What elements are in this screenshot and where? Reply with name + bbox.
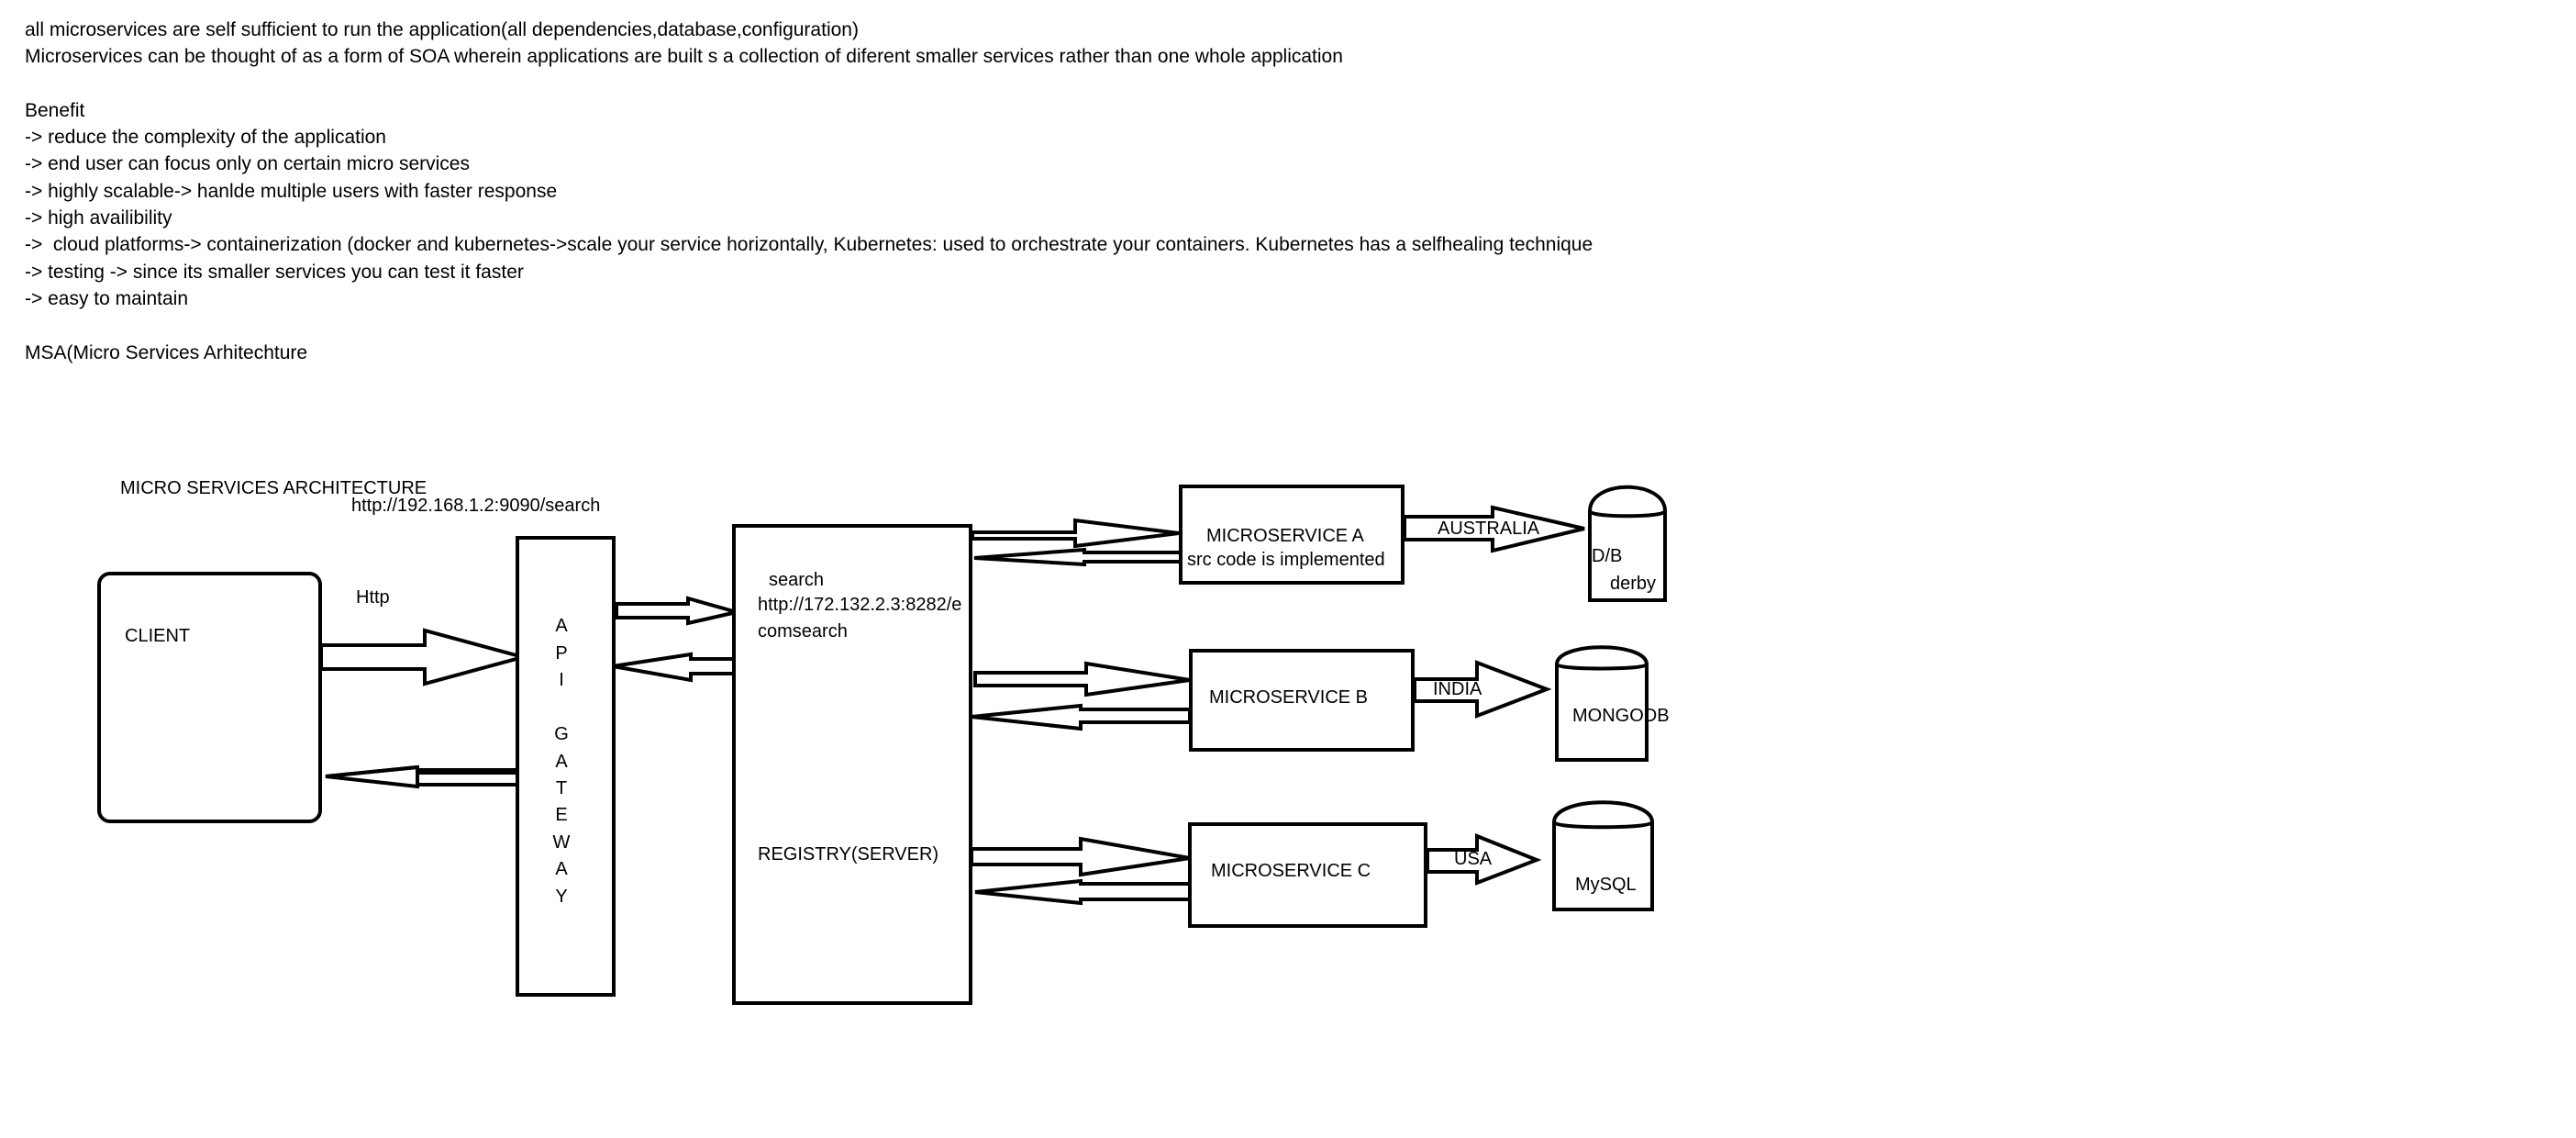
benefit-item-4: -> high availibility: [25, 207, 172, 229]
gateway-to-registry-arrow: [615, 596, 738, 626]
client-box: [97, 572, 322, 823]
gateway-letter: E: [555, 805, 567, 825]
api-gateway-box: [516, 536, 616, 997]
db-mysql-label: MySQL: [1575, 875, 1637, 895]
registry-name: REGISTRY(SERVER): [758, 844, 938, 865]
db-derby-label-1: D/B: [1592, 546, 1622, 566]
client-to-gateway-arrow: [319, 628, 530, 686]
microservice-c-name: MICROSERVICE C: [1211, 861, 1371, 881]
benefit-item-7: -> easy to maintain: [25, 287, 189, 309]
msa-line: MSA(Micro Services Arhitechture: [25, 341, 308, 363]
gateway-letter: G: [554, 724, 569, 744]
microservice-a-to-db-arrow: [1403, 505, 1585, 553]
gateway-letter: W: [553, 832, 571, 853]
benefit-item-6: -> testing -> since its smaller services…: [25, 261, 524, 283]
client-label: CLIENT: [125, 626, 190, 646]
notes-section: all microservices are self sufficient to…: [25, 17, 1860, 366]
microservice-a-region: AUSTRALIA: [1438, 519, 1540, 539]
gateway-letter: A: [555, 859, 568, 879]
microservice-a-to-registry-arrow: [973, 547, 1183, 567]
registry-box: [732, 524, 972, 1005]
notes-line-2: Microservices can be thought of as a for…: [25, 46, 1343, 68]
microservice-a-name: MICROSERVICE A: [1206, 526, 1365, 546]
microservice-c-box: [1188, 822, 1427, 928]
microservice-c-region: USA: [1454, 849, 1493, 869]
gateway-to-client-arrow-line: [325, 765, 516, 787]
registry-to-gateway-arrow: [612, 652, 736, 683]
benefit-item-3: -> highly scalable-> hanlde multiple use…: [25, 180, 558, 202]
db-mongodb-label: MONGODB: [1572, 706, 1670, 726]
microservice-b-to-registry-arrow: [971, 703, 1192, 731]
notes-line-1: all microservices are self sufficient to…: [25, 19, 859, 40]
microservice-b-region: INDIA: [1433, 679, 1482, 699]
http-label: Http: [356, 587, 390, 608]
microservice-b-name: MICROSERVICE B: [1209, 687, 1368, 708]
registry-to-microservice-b-arrow: [973, 661, 1191, 697]
registry-search-label: search: [769, 570, 824, 590]
db-mysql-cylinder-rim: [1552, 820, 1654, 830]
benefit-item-5: -> cloud platforms-> containerization (d…: [25, 234, 1593, 256]
microservice-c-to-registry-arrow: [974, 878, 1192, 906]
registry-to-microservice-c-arrow: [970, 836, 1191, 877]
db-mongodb-cylinder-rim: [1555, 663, 1649, 671]
benefit-heading: Benefit: [25, 99, 85, 121]
gateway-letter: P: [555, 643, 567, 664]
microservice-b-to-db-arrow: [1413, 660, 1552, 719]
registry-url-line-1: http://172.132.2.3:8282/e: [758, 595, 961, 615]
gateway-letter: A: [555, 616, 568, 636]
benefit-item-2: -> end user can focus only on certain mi…: [25, 153, 470, 175]
gateway-letter: T: [556, 778, 567, 798]
db-derby-label-2: derby: [1610, 574, 1656, 594]
api-gateway-letters: A P I G A T E W A Y: [553, 616, 571, 907]
microservice-a-note: src code is implemented: [1187, 550, 1385, 570]
benefit-item-1: -> reduce the complexity of the applicat…: [25, 127, 386, 149]
gateway-url: http://192.168.1.2:9090/search: [351, 496, 600, 516]
gateway-letter: I: [559, 670, 564, 690]
microservice-c-to-db-arrow: [1426, 833, 1542, 886]
registry-url-line-2: comsearch: [758, 621, 848, 642]
diagram-title: MICRO SERVICES ARCHITECTURE: [120, 478, 427, 498]
gateway-letter: A: [555, 752, 568, 772]
db-derby-cylinder-rim: [1588, 509, 1667, 519]
db-mongodb-cylinder: [1555, 645, 1649, 762]
gateway-letter: Y: [555, 887, 567, 907]
registry-to-microservice-a-arrow: [971, 518, 1180, 549]
